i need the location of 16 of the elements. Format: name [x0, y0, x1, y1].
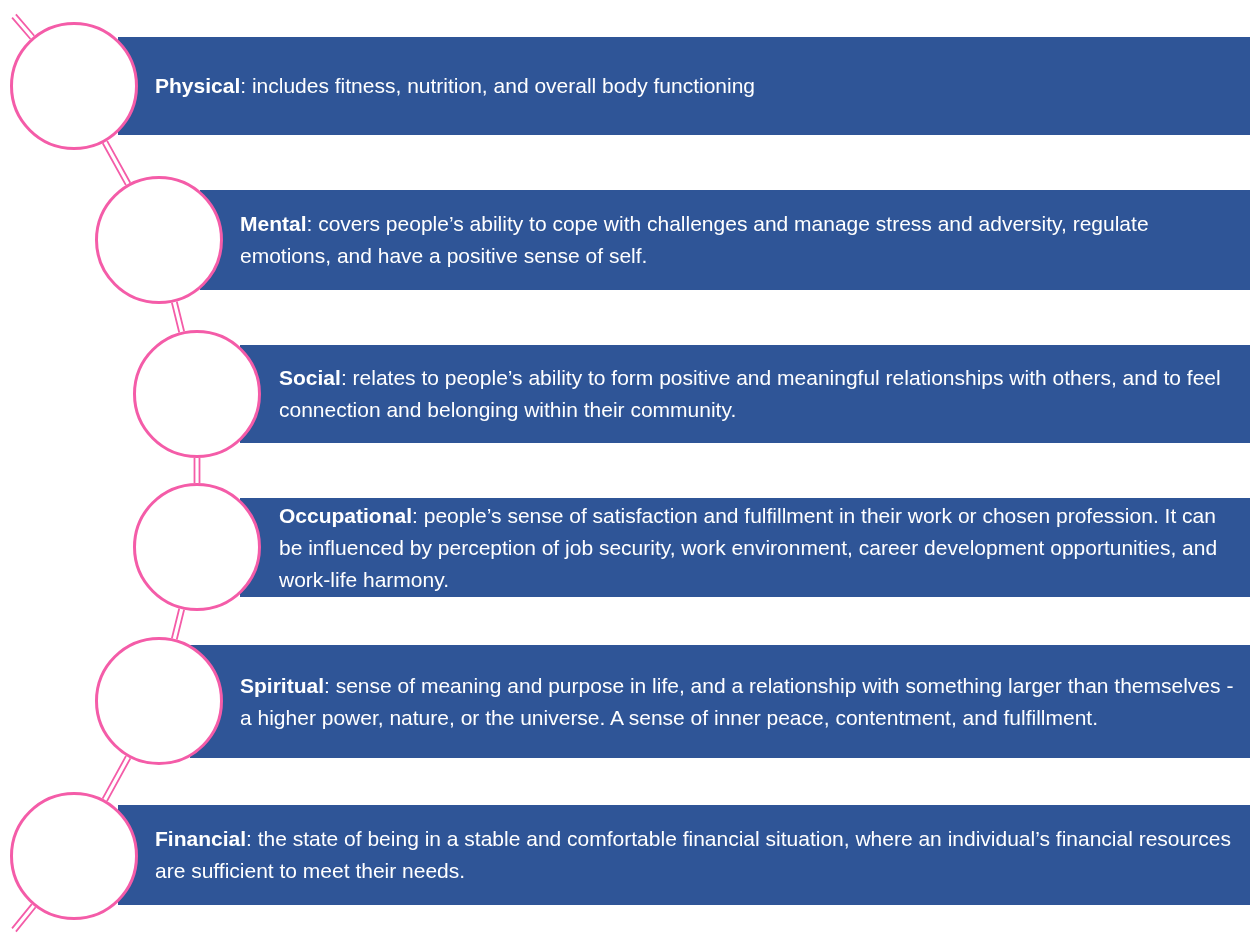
text-bar: [240, 345, 1250, 443]
description-text: Mental: covers people’s ability to cope with challenges and manage stress and adversity, regulate emotions, and have a positive sense of self.: [240, 211, 1150, 269]
text-bar: [190, 645, 1250, 758]
description-text: Social: relates to people’s ability to form positive and meaningful relationships with others, and to feel connection and belonging within their community.: [279, 365, 1222, 423]
description-text: Financial: the state of being in a stable and comfortable financial situation, where an individual’s financial resources are sufficient to meet their needs.: [155, 826, 1232, 884]
text-bar: [118, 805, 1250, 905]
connector-line: [101, 139, 132, 187]
connector-line: [11, 903, 37, 933]
description-text: Occupational: people’s sense of satisfaction and fulfillment in their work or chosen profession. It can be influenced by perception of job security, work environment, career development opportunities, and work-life harmony.: [279, 502, 1219, 593]
text-bar: [200, 190, 1250, 290]
description-text: Physical: includes fitness, nutrition, and overall body functioning: [155, 73, 756, 99]
description-text: Spiritual: sense of meaning and purpose in life, and a relationship with something larger than themselves - a higher power, nature, or the universe. A sense of inner peace, contentment, and fulfillment.: [240, 672, 1235, 731]
connector-line: [11, 13, 36, 40]
text-bar: [118, 37, 1250, 135]
connector-line: [101, 755, 132, 802]
connector-line: [193, 457, 201, 484]
